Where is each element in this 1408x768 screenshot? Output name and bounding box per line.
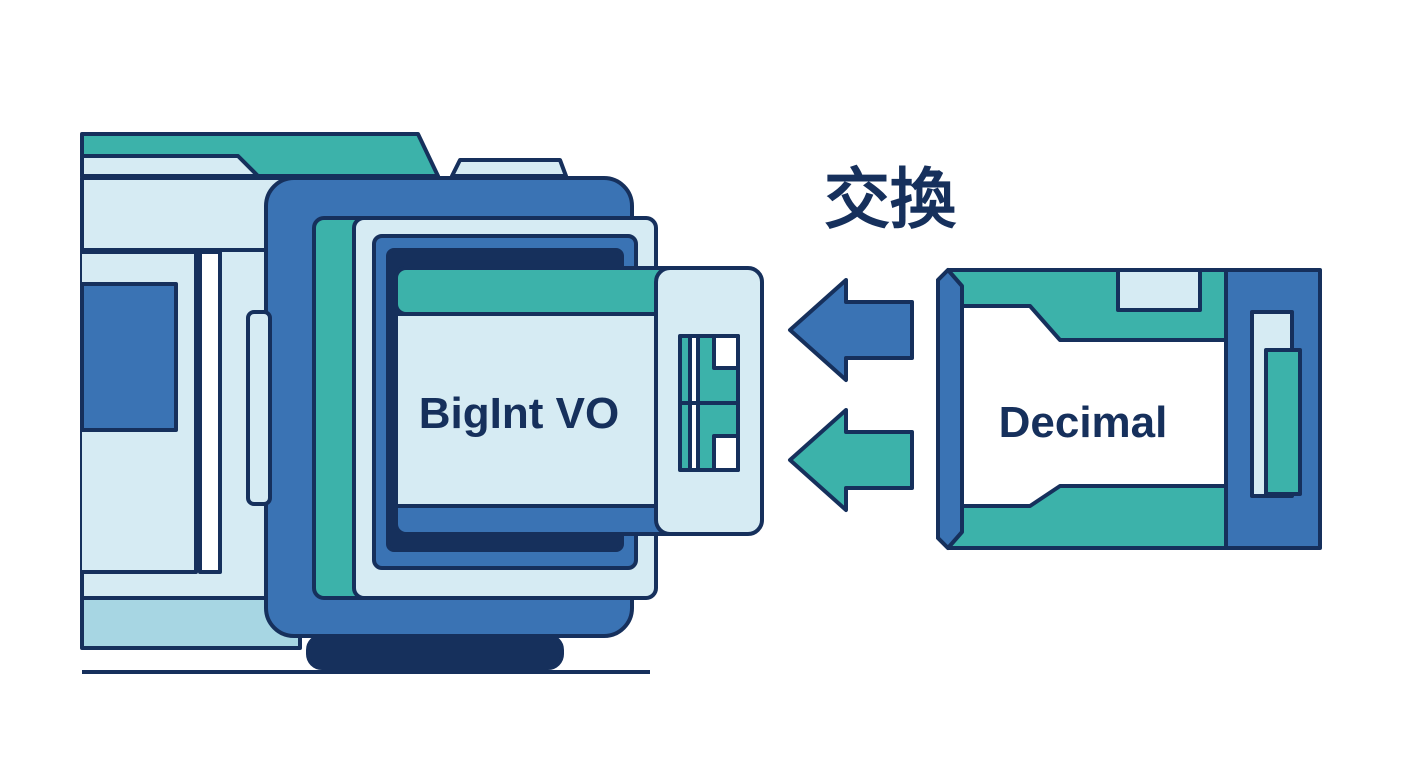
decimal-module	[936, 268, 1322, 550]
host-top-rail-inner	[80, 154, 260, 178]
decimal-module-left-edge	[936, 268, 964, 550]
bigint-module	[394, 266, 764, 536]
host-window	[80, 282, 178, 432]
bigint-module-label-panel	[394, 312, 664, 508]
decimal-module-label-panel	[960, 304, 1228, 508]
swap-title: 交換	[824, 161, 957, 238]
swap-arrows	[788, 278, 914, 512]
decimal-module-slot-tab	[1264, 348, 1302, 496]
arrow-left-upper-icon	[788, 278, 914, 382]
bigint-connector-pin-3	[712, 434, 740, 472]
bigint-connector-pin-2	[712, 334, 740, 370]
host-top-tab	[450, 158, 568, 178]
slot-side-bump	[246, 310, 272, 506]
decimal-module-top-latch	[1116, 268, 1202, 312]
host-pillar	[198, 250, 222, 574]
arrow-left-lower-icon	[788, 408, 914, 512]
decimal-module-label: Decimal	[999, 398, 1168, 447]
host-bottom-band	[80, 596, 302, 650]
host-foot	[306, 634, 564, 670]
bigint-module-top-strip	[394, 266, 698, 316]
bigint-module-label: BigInt VO	[419, 389, 619, 438]
